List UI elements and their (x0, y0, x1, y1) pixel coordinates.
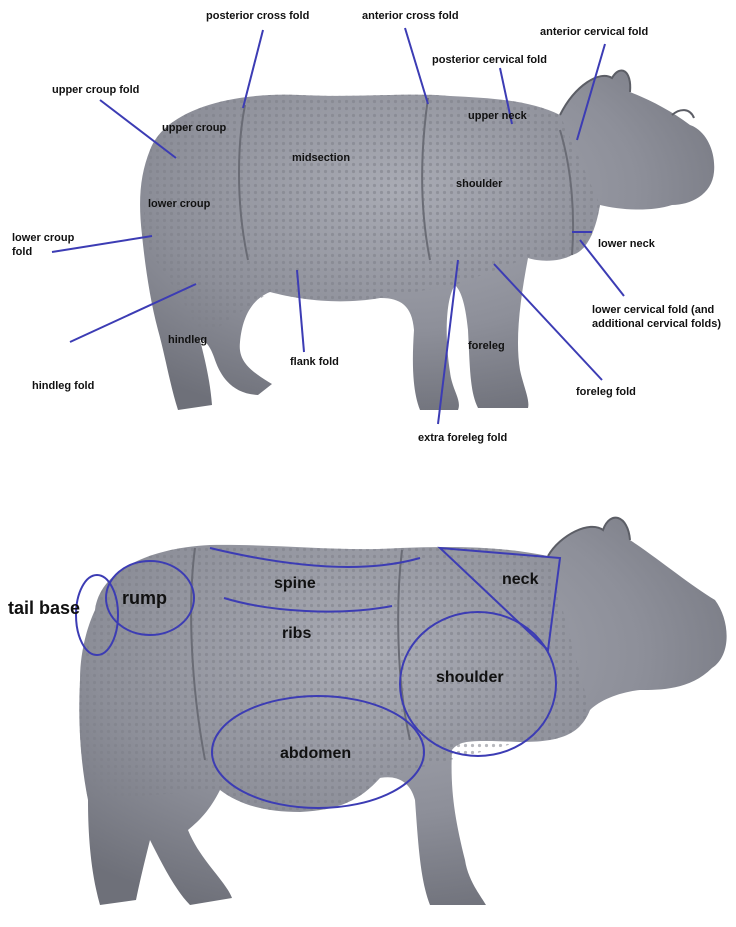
label-posterior-cross-fold: posterior cross fold (206, 10, 309, 23)
label-rump: rump (122, 588, 167, 609)
label-lower-neck: lower neck (598, 238, 655, 251)
label-upper-croup-fold: upper croup fold (52, 84, 139, 97)
label-hindleg: hindleg (168, 334, 207, 347)
leader-anterior-cross-fold (405, 28, 428, 104)
label-lower-cervical-fold-line2: additional cervical folds) (592, 318, 721, 331)
label-lower-croup: lower croup (148, 198, 210, 211)
label-lower-croup-fold-line1: lower croup (12, 232, 74, 245)
label-hindleg-fold: hindleg fold (32, 380, 94, 393)
label-anterior-cross-fold: anterior cross fold (362, 10, 459, 23)
label-foreleg-fold: foreleg fold (576, 386, 636, 399)
label-lower-croup-fold-line2: fold (12, 246, 32, 259)
label-shoulder-top: shoulder (456, 178, 502, 191)
bottom-rhino-illustration (79, 518, 726, 905)
label-upper-neck: upper neck (468, 110, 527, 123)
label-posterior-cervical-fold: posterior cervical fold (432, 54, 547, 67)
label-neck: neck (502, 570, 538, 589)
label-extra-foreleg-fold: extra foreleg fold (418, 432, 507, 445)
label-shoulder-bottom: shoulder (436, 668, 504, 687)
label-spine: spine (274, 574, 316, 593)
label-upper-croup: upper croup (162, 122, 226, 135)
label-midsection: midsection (292, 152, 350, 165)
label-flank-fold: flank fold (290, 356, 339, 369)
label-tail-base: tail base (8, 598, 80, 619)
label-lower-cervical-fold-line1: lower cervical fold (and (592, 304, 714, 317)
label-foreleg: foreleg (468, 340, 505, 353)
label-anterior-cervical-fold: anterior cervical fold (540, 26, 648, 39)
label-abdomen: abdomen (280, 744, 351, 763)
label-ribs: ribs (282, 624, 311, 643)
